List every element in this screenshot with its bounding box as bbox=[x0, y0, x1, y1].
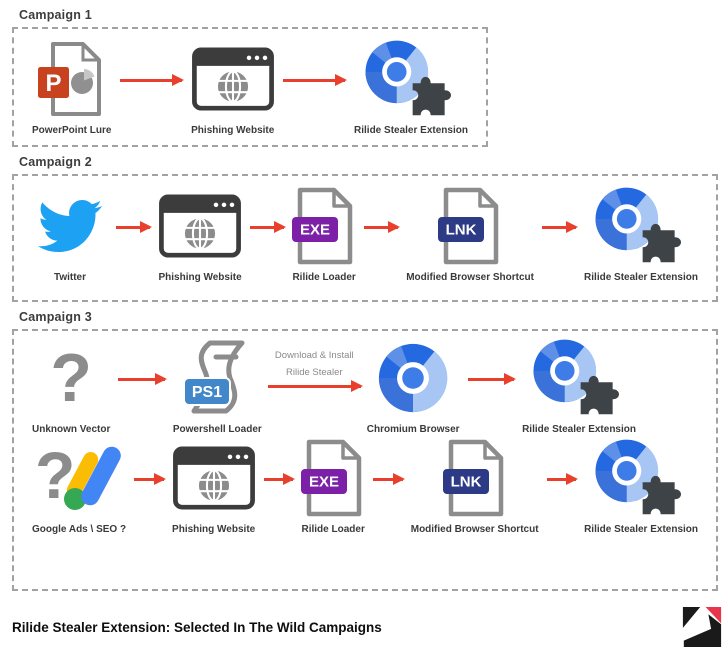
powerpoint-p-letter: P bbox=[45, 70, 61, 97]
chromium-extension-icon bbox=[595, 439, 682, 515]
node-phishing-website: Phishing Website bbox=[191, 36, 275, 136]
node-rilide-loader: EXE Rilide Loader bbox=[301, 435, 365, 535]
question-mark-icon: ? bbox=[50, 340, 92, 416]
exe-file-icon: EXE bbox=[292, 186, 356, 266]
node-label: Twitter bbox=[53, 272, 87, 283]
chromium-extension-icon bbox=[595, 187, 682, 263]
node-label: Rilide Loader bbox=[292, 272, 356, 283]
node-rilide-loader: EXE Rilide Loader bbox=[292, 183, 356, 283]
diagram-title: Rilide Stealer Extension: Selected In Th… bbox=[12, 619, 382, 635]
flow-arrow bbox=[546, 473, 578, 485]
node-label: Google Ads \ SEO ? bbox=[32, 524, 127, 535]
flow-arrow bbox=[134, 473, 166, 485]
flow-arrow bbox=[116, 221, 153, 233]
node-chromium-browser: Chromium Browser bbox=[367, 335, 460, 435]
node-label: Phishing Website bbox=[172, 524, 256, 535]
browser-globe-icon bbox=[158, 194, 242, 258]
powershell-script-icon: PS1 bbox=[183, 340, 245, 414]
chromium-extension-icon bbox=[533, 339, 620, 415]
flow-arrow bbox=[250, 221, 287, 233]
node-label: Rilide Stealer Extension bbox=[522, 424, 636, 435]
arrow-caption-line1: Download & Install bbox=[274, 350, 354, 361]
node-rilide-stealer-extension: Rilide Stealer Extension bbox=[584, 435, 698, 535]
campaign-2-box: Twitter Phishing Website EXE bbox=[12, 174, 718, 302]
campaign-1-box: P PowerPoint Lure Phishing Website bbox=[12, 27, 488, 147]
trustwave-logo bbox=[682, 606, 722, 648]
diagram-page: Campaign 1 P PowerPoint Lure bbox=[0, 8, 728, 662]
campaign-3-section: Campaign 3 ? Unknown Vector bbox=[12, 310, 718, 591]
lnk-file-icon: LNK bbox=[438, 186, 502, 266]
browser-globe-icon bbox=[191, 47, 275, 111]
flow-arrow bbox=[263, 473, 295, 485]
exe-badge-text: EXE bbox=[309, 474, 339, 491]
campaign-2-section: Campaign 2 Twitter Phishing Web bbox=[12, 155, 718, 302]
node-label: Powershell Loader bbox=[172, 424, 262, 435]
node-phishing-website: Phishing Website bbox=[158, 183, 242, 283]
flow-arrow bbox=[267, 379, 363, 392]
node-label: Rilide Stealer Extension bbox=[354, 125, 468, 136]
flow-arrow bbox=[373, 473, 405, 485]
node-label: Unknown Vector bbox=[32, 424, 111, 435]
campaign-2-title: Campaign 2 bbox=[19, 155, 92, 169]
node-label: Chromium Browser bbox=[366, 424, 460, 435]
flow-arrow bbox=[467, 373, 516, 385]
lnk-badge-text: LNK bbox=[450, 474, 481, 491]
node-label: Phishing Website bbox=[191, 125, 275, 136]
node-label: Phishing Website bbox=[158, 272, 242, 283]
campaign-3-flow-2: ? Google Ads \ SEO ? Phishing Website bbox=[32, 435, 698, 535]
node-label: PowerPoint Lure bbox=[32, 125, 112, 136]
node-label: Rilide Loader bbox=[301, 524, 365, 535]
node-phishing-website: Phishing Website bbox=[172, 435, 256, 535]
flow-arrow bbox=[541, 221, 579, 233]
node-rilide-stealer-extension: Rilide Stealer Extension bbox=[354, 36, 468, 136]
twitter-bird-icon bbox=[38, 199, 103, 253]
arrow-caption-line2: Rilide Stealer bbox=[286, 366, 343, 378]
footer: Rilide Stealer Extension: Selected In Th… bbox=[12, 605, 722, 649]
campaign-3-title: Campaign 3 bbox=[19, 310, 92, 324]
node-modified-browser-shortcut: LNK Modified Browser Shortcut bbox=[406, 183, 534, 283]
exe-badge-text: EXE bbox=[300, 222, 330, 239]
flow-arrow bbox=[364, 221, 401, 233]
google-ads-question-icon: ? bbox=[35, 438, 121, 512]
chromium-extension-icon bbox=[365, 40, 452, 116]
campaign-2-flow: Twitter Phishing Website EXE bbox=[32, 183, 698, 283]
node-unknown-vector: ? Unknown Vector bbox=[32, 335, 110, 435]
node-label: Modified Browser Shortcut bbox=[410, 524, 539, 535]
node-twitter: Twitter bbox=[32, 183, 108, 283]
flow-arrow bbox=[120, 74, 185, 86]
node-powershell-loader: PS1 Powershell Loader bbox=[173, 335, 262, 435]
ps1-badge-text: PS1 bbox=[192, 384, 222, 401]
chromium-browser-icon bbox=[379, 343, 448, 413]
campaign-1-flow: P PowerPoint Lure Phishing Website bbox=[32, 36, 468, 136]
node-modified-browser-shortcut: LNK Modified Browser Shortcut bbox=[411, 435, 539, 535]
node-google-ads-seo: ? Google Ads \ SEO ? bbox=[32, 435, 126, 535]
browser-globe-icon bbox=[172, 446, 256, 510]
labeled-arrow: Download & Install Rilide Stealer bbox=[267, 350, 363, 392]
node-label: Modified Browser Shortcut bbox=[406, 272, 534, 283]
lnk-file-icon: LNK bbox=[442, 438, 507, 518]
node-powerpoint-lure: P PowerPoint Lure bbox=[32, 36, 111, 136]
node-rilide-stealer-extension: Rilide Stealer Extension bbox=[522, 335, 636, 435]
node-rilide-stealer-extension: Rilide Stealer Extension bbox=[584, 183, 698, 283]
campaign-3-box: ? Unknown Vector PS1 Powershell L bbox=[12, 329, 718, 591]
campaign-1-section: Campaign 1 P PowerPoint Lure bbox=[12, 8, 718, 147]
node-label: Rilide Stealer Extension bbox=[584, 524, 699, 535]
powerpoint-file-icon: P bbox=[37, 42, 101, 116]
node-label: Rilide Stealer Extension bbox=[584, 272, 698, 283]
exe-file-icon: EXE bbox=[301, 438, 365, 518]
flow-arrow bbox=[283, 74, 348, 86]
campaign-1-title: Campaign 1 bbox=[19, 8, 92, 22]
campaign-3-flow-1: ? Unknown Vector PS1 Powershell L bbox=[32, 335, 698, 435]
lnk-badge-text: LNK bbox=[446, 222, 477, 239]
flow-arrow bbox=[118, 373, 167, 385]
